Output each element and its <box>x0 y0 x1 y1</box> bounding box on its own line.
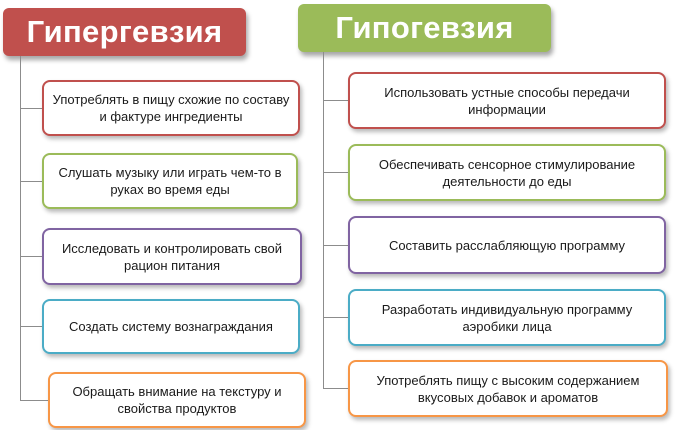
left-branch-connector <box>20 256 42 257</box>
hypogeusia-item: Использовать устные способы передачи инф… <box>348 72 666 129</box>
hypergeusia-item: Исследовать и контролировать свой рацион… <box>42 228 302 285</box>
right-branch-connector <box>323 100 348 101</box>
right-branch-connector <box>323 245 348 246</box>
right-branch-connector <box>323 388 348 389</box>
left-branch-connector <box>20 108 42 109</box>
right-branch-connector <box>323 172 348 173</box>
hypergeusia-header: Гипергевзия <box>3 8 246 56</box>
hypogeusia-item: Обеспечивать сенсорное стимулирование де… <box>348 144 666 201</box>
left-branch-connector <box>20 400 48 401</box>
left-connector-trunk <box>20 56 21 400</box>
hypogeusia-item: Составить расслабляющую программу <box>348 216 666 274</box>
right-branch-connector <box>323 317 348 318</box>
hypergeusia-item: Обращать внимание на текстуру и свойства… <box>48 372 306 428</box>
hypergeusia-item: Употреблять в пищу схожие по составу и ф… <box>42 80 300 136</box>
hypergeusia-item: Создать систему вознаграждания <box>42 299 300 354</box>
left-branch-connector <box>20 181 42 182</box>
hypogeusia-item: Употреблять пищу с высоким содержанием в… <box>348 360 668 417</box>
right-connector-trunk <box>323 52 324 388</box>
hypergeusia-item: Слушать музыку или играть чем-то в руках… <box>42 153 298 209</box>
hypogeusia-item: Разработать индивидуальную программу аэр… <box>348 289 666 346</box>
hypogeusia-header: Гипогевзия <box>298 4 551 52</box>
left-branch-connector <box>20 326 42 327</box>
